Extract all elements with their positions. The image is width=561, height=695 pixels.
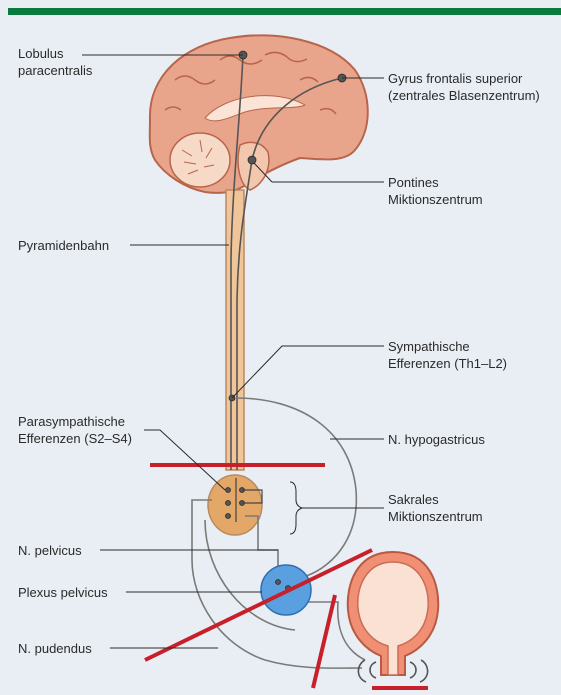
label-gyrus-frontalis-superior: Gyrus frontalis superior (zentrales Blas…: [388, 70, 540, 104]
label-n-pelvicus: N. pelvicus: [18, 542, 82, 559]
label-parasympathische-efferenzen: Parasympathische Efferenzen (S2–S4): [18, 413, 132, 447]
node-pontine: [248, 156, 256, 164]
label-n-pudendus: N. pudendus: [18, 640, 92, 657]
label-sympathische-efferenzen: Sympathische Efferenzen (Th1–L2): [388, 338, 507, 372]
label-sakrales-miktionszentrum: Sakrales Miktionszentrum: [388, 491, 483, 525]
label-pyramidenbahn: Pyramidenbahn: [18, 237, 109, 254]
label-lobulus-paracentralis: Lobulus paracentralis: [18, 45, 92, 79]
brain-sagittal-section: [150, 35, 368, 193]
label-plexus-pelvicus: Plexus pelvicus: [18, 584, 108, 601]
label-n-hypogastricus: N. hypogastricus: [388, 431, 485, 448]
urinary-bladder: [348, 552, 438, 682]
label-pontines-miktionszentrum: Pontines Miktionszentrum: [388, 174, 483, 208]
sacral-segment: [208, 475, 262, 535]
brainstem: [238, 142, 269, 190]
